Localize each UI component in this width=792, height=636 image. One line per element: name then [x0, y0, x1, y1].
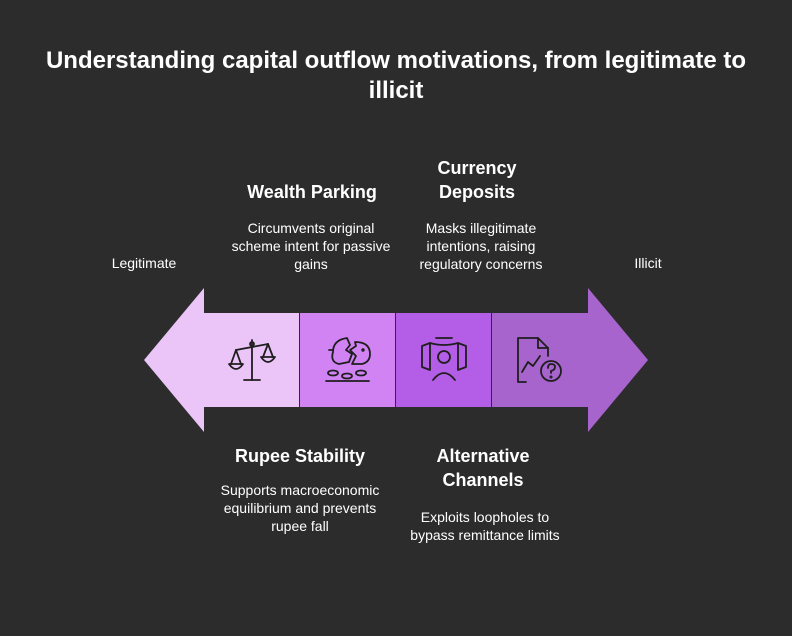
document-question-icon	[517, 337, 562, 383]
segment-alternative-channels	[492, 313, 588, 407]
broken-piggy-bank-icon	[325, 337, 371, 382]
diagram-title: Understanding capital outflow motivation…	[45, 47, 747, 104]
alternative-channels-heading: Alternative Channels	[436, 446, 530, 490]
masked-person-icon	[421, 337, 467, 381]
right-arrow-head	[588, 288, 648, 432]
rupee-stability-heading: Rupee Stability	[234, 446, 366, 466]
wealth-parking-description: Circumvents original scheme intent for p…	[231, 220, 391, 272]
alternative-channels-description: Exploits loopholes to bypass remittance …	[410, 509, 560, 543]
currency-deposits-heading: Currency Deposits	[437, 158, 517, 202]
left-arrow-head	[144, 288, 204, 432]
rupee-stability-description: Supports macroeconomic equilibrium and p…	[220, 482, 380, 534]
balance-scale-icon	[228, 339, 276, 381]
segment-currency-deposits	[396, 313, 491, 407]
currency-deposits-description: Masks illegitimate intentions, raising r…	[419, 220, 543, 272]
legitimate-label: Legitimate	[111, 255, 177, 271]
wealth-parking-heading: Wealth Parking	[247, 182, 377, 202]
segment-wealth-parking	[300, 313, 395, 407]
illicit-label: Illicit	[634, 255, 662, 271]
